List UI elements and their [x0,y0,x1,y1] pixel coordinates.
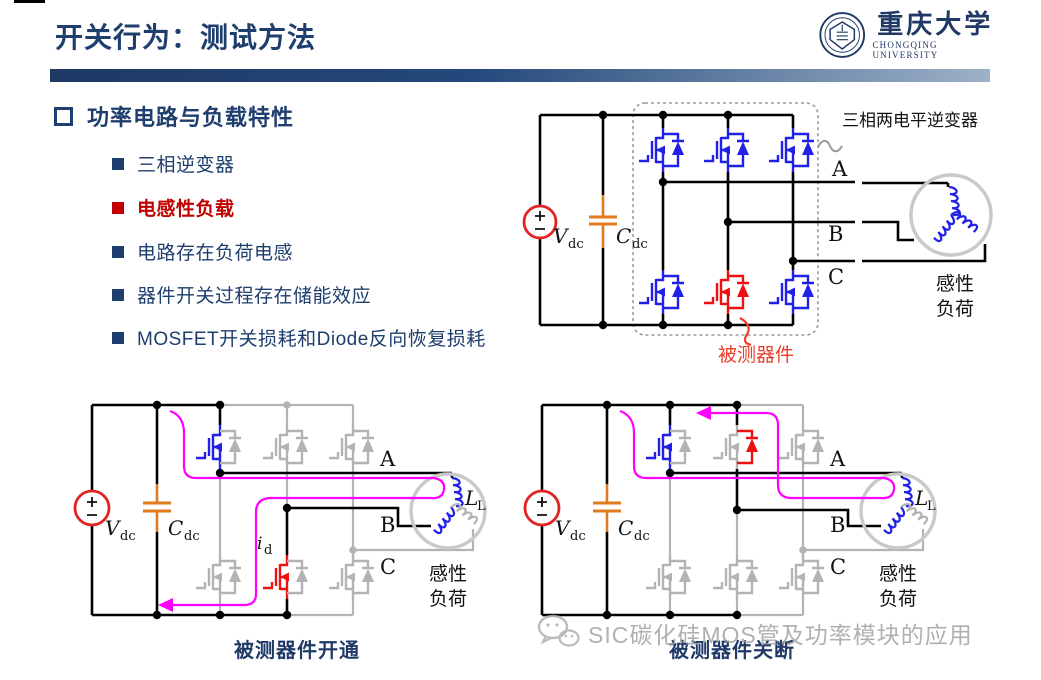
phase-c-label: C [380,555,396,579]
phase-c-label: C [828,265,844,289]
inductor-label: L [914,486,928,510]
load-label-line2: 负荷 [429,588,467,610]
mosfet-upper-c [767,126,816,174]
turn-on-diagram: A B C V dc C dc L L i d 感性 负荷 [73,400,487,620]
mosfet-on-device [644,423,693,471]
phase-a-label: A [379,447,396,471]
inverter-diagram: A B C V dc C dc 三相两电平逆变器 感性 负荷 被测器件 [522,102,993,366]
svg-text:dc: dc [120,529,136,544]
outline-item-4: 器件开关过程存在储能效应 [112,281,371,308]
phase-c-label: C [830,555,846,579]
mosfet-on-device [194,423,243,471]
load-circle [409,472,487,550]
load-circle [859,472,937,550]
dc-source-icon [523,489,561,527]
load-label-line1: 感性 [429,563,467,585]
svg-text:dc: dc [568,237,584,252]
vdc-label: V [555,516,572,540]
mosfet-lower-c [767,268,816,316]
outline-heading: 功率电路与负载特性 [54,100,294,132]
mosfet-upper-a [637,126,686,174]
university-logo: 重庆大学 CHONGQING UNIVERSITY [818,6,998,64]
svg-text:dc: dc [570,529,586,544]
square-bullet-icon [112,288,124,301]
logo-name-en: CHONGQING UNIVERSITY [872,40,939,60]
freewheel-diode-device [711,423,760,471]
hollow-square-bullet-icon [54,106,73,126]
phase-b-label: B [828,222,843,246]
turn-off-diagram: A B C V dc C dc L L 感性 负荷 [523,400,937,620]
cdc-label: C [618,516,633,540]
logo-name-cn: 重庆大学 [877,10,994,39]
load-label-line1: 感性 [879,563,917,585]
mosfet-upper-b [261,423,310,471]
mosfet-lower-a [644,553,693,601]
load-circle [909,173,993,257]
university-seal-icon [819,12,866,58]
turn-on-caption: 被测器件开通 [234,640,360,662]
mosfet-upper-c [777,423,826,471]
phase-b-label: B [830,513,845,537]
phase-a-label: A [831,157,848,181]
wye-load-coils [930,185,980,244]
svg-text:d: d [264,543,272,558]
inductor-label: L [464,486,478,510]
mosfet-lower-a [194,553,243,601]
mosfet-lower-c [777,553,826,601]
inverter-dashed-box [632,102,819,336]
mosfet-upper-c [327,423,376,471]
mosfet-lower-c [327,553,376,601]
cdc-label: C [168,516,183,540]
watermark-text: SIC碳化硅MOS管及功率模块的应用 [588,622,973,648]
square-bullet-icon [112,201,124,214]
svg-text:dc: dc [184,529,200,544]
svg-text:L: L [477,499,486,514]
inverter-annotation: 三相两电平逆变器 [842,111,978,130]
phase-b-label: B [380,513,395,537]
outline-item-3: 电路存在负荷电感 [112,238,293,265]
load-label-line2: 负荷 [879,588,917,610]
svg-text:dc: dc [632,237,648,252]
load-label-line2: 负荷 [936,298,974,320]
current-label: i [257,534,262,554]
turn-off-caption: 被测器件关断 [669,640,795,662]
current-arrow-icon [696,406,711,420]
svg-text:dc: dc [634,529,650,544]
page-title: 开关行为：测试方法 [55,22,317,53]
vdc-label: V [553,224,570,248]
mosfet-lower-a [637,268,686,316]
mosfet-dut [702,268,751,316]
phase-a-label: A [829,447,846,471]
square-bullet-icon [112,331,124,344]
corner-mark [14,0,45,3]
current-path [619,409,896,500]
dut-label: 被测器件 [718,344,794,366]
dc-source-icon [522,204,558,240]
mosfet-dut-on [261,553,310,601]
square-bullet-icon [112,157,124,170]
outline-item-1: 三相逆变器 [112,150,235,177]
wechat-icon [537,614,580,647]
vdc-label: V [105,516,122,540]
outline-item-5: MOSFET开关损耗和Diode反向恢复损耗 [112,324,486,351]
cdc-label: C [616,224,631,248]
svg-text:L: L [927,499,936,514]
load-label-line1: 感性 [936,273,974,295]
watermark: SIC碳化硅MOS管及功率模块的应用 [536,614,973,652]
mosfet-lower-b [711,553,760,601]
square-bullet-icon [112,245,124,258]
title-underline [50,69,990,82]
current-path [169,409,446,607]
mosfet-upper-b [702,126,751,174]
dc-source-icon [73,489,111,527]
dut-pointer-squiggle [739,317,752,347]
outline-item-2: 电感性负载 [112,194,235,221]
annotation-squiggle [817,139,843,153]
current-arrow-icon [158,598,173,612]
